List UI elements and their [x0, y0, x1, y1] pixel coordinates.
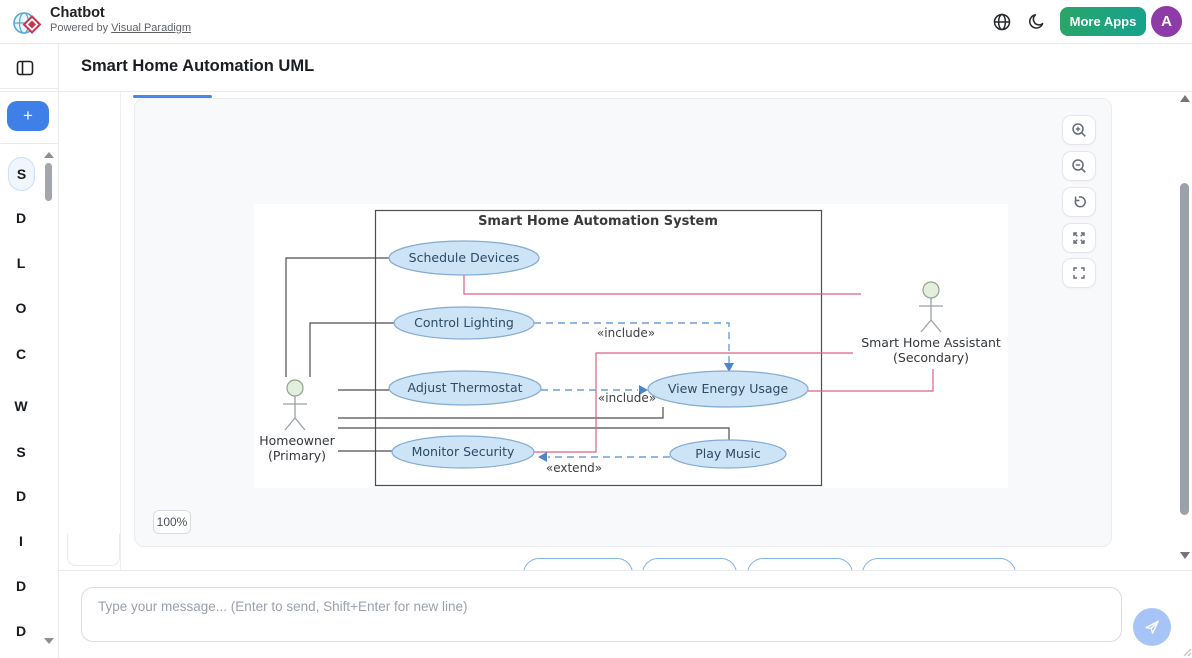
conversation-sidebar: + S D L O C W S D I D D: [0, 44, 59, 658]
brand-block: Chatbot Powered by Visual Paradigm: [50, 5, 191, 34]
scroll-down-arrow[interactable]: [1180, 552, 1190, 559]
sidebar-item-10[interactable]: D: [15, 623, 27, 639]
extend-stereotype: «extend»: [546, 461, 602, 475]
sidebar-divider: [0, 88, 59, 89]
window-resize-grip[interactable]: [1180, 645, 1192, 657]
fit-screen-button[interactable]: [1062, 223, 1096, 253]
usecase-view-energy-usage[interactable]: [647, 370, 809, 408]
suggestion-chip[interactable]: [862, 558, 1016, 570]
usecase-nodes: Schedule Devices Control Lighting Adjust…: [388, 240, 809, 469]
fullscreen-corners-icon: [1073, 267, 1085, 279]
diagram-message-card: Smart Home Automation System: [134, 98, 1112, 547]
secondary-association-lines: [463, 275, 934, 453]
panel-divider: [120, 92, 121, 570]
actor-role: (Secondary): [893, 350, 969, 365]
more-apps-button[interactable]: More Apps: [1060, 7, 1146, 36]
suggestion-chip[interactable]: [642, 558, 737, 570]
suggestion-chip[interactable]: [747, 558, 853, 570]
reset-rotate-icon: [1074, 196, 1086, 208]
usecase-label: Adjust Thermostat: [407, 380, 522, 395]
usecase-control-lighting[interactable]: [393, 306, 535, 340]
dependency-arrowheads: [538, 363, 734, 462]
usecase-label: Control Lighting: [414, 315, 514, 330]
visual-paradigm-logo-icon: [13, 12, 42, 34]
sidebar-item-0[interactable]: S: [8, 157, 35, 191]
zoom-in-icon: [1072, 123, 1086, 137]
system-title: Smart Home Automation System: [478, 214, 718, 229]
sidebar-item-3[interactable]: O: [15, 300, 27, 316]
partial-panel-corner: [67, 534, 120, 566]
sidebar-item-4[interactable]: C: [15, 346, 27, 362]
usecase-label: View Energy Usage: [668, 381, 789, 396]
actor-homeowner[interactable]: Homeowner (Primary): [259, 379, 336, 463]
sidebar-item-7[interactable]: D: [15, 488, 27, 504]
sidebar-item-1[interactable]: D: [15, 210, 27, 226]
usecase-monitor-security[interactable]: [391, 435, 535, 469]
usecase-label: Play Music: [695, 446, 761, 461]
language-globe-icon[interactable]: [992, 12, 1012, 32]
sidebar-item-6[interactable]: S: [16, 444, 26, 460]
sidebar-item-9[interactable]: D: [15, 578, 27, 594]
expand-arrows-icon: [1073, 232, 1085, 244]
zoom-in-button[interactable]: [1062, 115, 1096, 145]
uml-diagram-canvas[interactable]: Smart Home Automation System: [254, 204, 1008, 488]
powered-by-text: Powered by Visual Paradigm: [50, 22, 191, 34]
suggestion-chip[interactable]: [523, 558, 633, 570]
sidebar-scrollbar-thumb[interactable]: [45, 163, 52, 201]
sidebar-item-5[interactable]: W: [14, 398, 28, 414]
chat-scrollbar: [1178, 92, 1192, 570]
zoom-out-button[interactable]: [1062, 151, 1096, 181]
sidebar-item-2[interactable]: L: [16, 255, 26, 271]
send-plane-icon: [1145, 620, 1159, 634]
new-chat-button[interactable]: +: [7, 101, 49, 131]
message-composer: [59, 570, 1192, 658]
actor-name: Homeowner: [259, 433, 335, 448]
app-title: Chatbot: [50, 5, 105, 21]
association-lines: [285, 257, 730, 452]
zoom-level-badge: 100%: [153, 510, 191, 534]
sidebar-toggle-icon[interactable]: [16, 59, 34, 77]
actor-name: Smart Home Assistant: [861, 335, 1001, 350]
send-button[interactable]: [1133, 608, 1171, 646]
powered-by-prefix: Powered by: [50, 22, 109, 34]
include-stereotype: «include»: [598, 391, 656, 405]
sidebar-divider: [0, 143, 59, 144]
scrollbar-thumb[interactable]: [1180, 183, 1189, 515]
sidebar-scroll-down-arrow[interactable]: [44, 638, 54, 644]
chat-scroll-area: Smart Home Automation System: [59, 92, 1178, 570]
page-title: Smart Home Automation UML: [81, 57, 315, 75]
usecase-label: Schedule Devices: [409, 250, 520, 265]
visual-paradigm-link[interactable]: Visual Paradigm: [111, 22, 192, 34]
top-header: Chatbot Powered by Visual Paradigm More …: [0, 0, 1192, 44]
dark-mode-moon-icon[interactable]: [1027, 12, 1047, 32]
fullscreen-button[interactable]: [1062, 258, 1096, 288]
dependency-lines: [534, 322, 730, 458]
active-tab-indicator: [133, 95, 212, 98]
sidebar-item-8[interactable]: I: [19, 533, 23, 549]
user-avatar[interactable]: A: [1151, 6, 1182, 37]
subheader-divider: [0, 91, 1192, 92]
system-boundary-box: [374, 209, 823, 487]
actor-role: (Primary): [268, 448, 326, 463]
actor-smart-home-assistant[interactable]: Smart Home Assistant (Secondary): [861, 281, 1001, 365]
include-stereotype: «include»: [597, 326, 655, 340]
use-case-diagram: Smart Home Automation System: [259, 209, 1001, 487]
usecase-schedule-devices[interactable]: [388, 240, 540, 276]
usecase-play-music[interactable]: [669, 439, 787, 469]
usecase-adjust-thermostat[interactable]: [388, 370, 542, 406]
reset-view-button[interactable]: [1062, 187, 1096, 217]
usecase-label: Monitor Security: [412, 444, 515, 459]
zoom-out-icon: [1072, 159, 1086, 173]
sidebar-scroll-up-arrow[interactable]: [44, 152, 54, 158]
scroll-up-arrow[interactable]: [1180, 95, 1190, 102]
message-input[interactable]: [81, 587, 1122, 642]
